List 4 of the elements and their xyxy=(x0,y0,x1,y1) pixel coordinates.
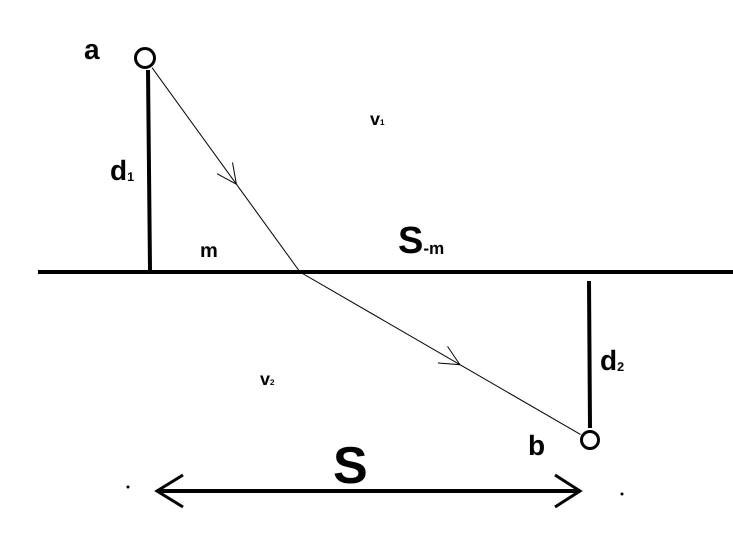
point-label: a xyxy=(84,36,100,64)
point-label: b xyxy=(528,432,546,460)
variable-label: m xyxy=(200,239,218,264)
variable-label: S xyxy=(333,440,368,492)
